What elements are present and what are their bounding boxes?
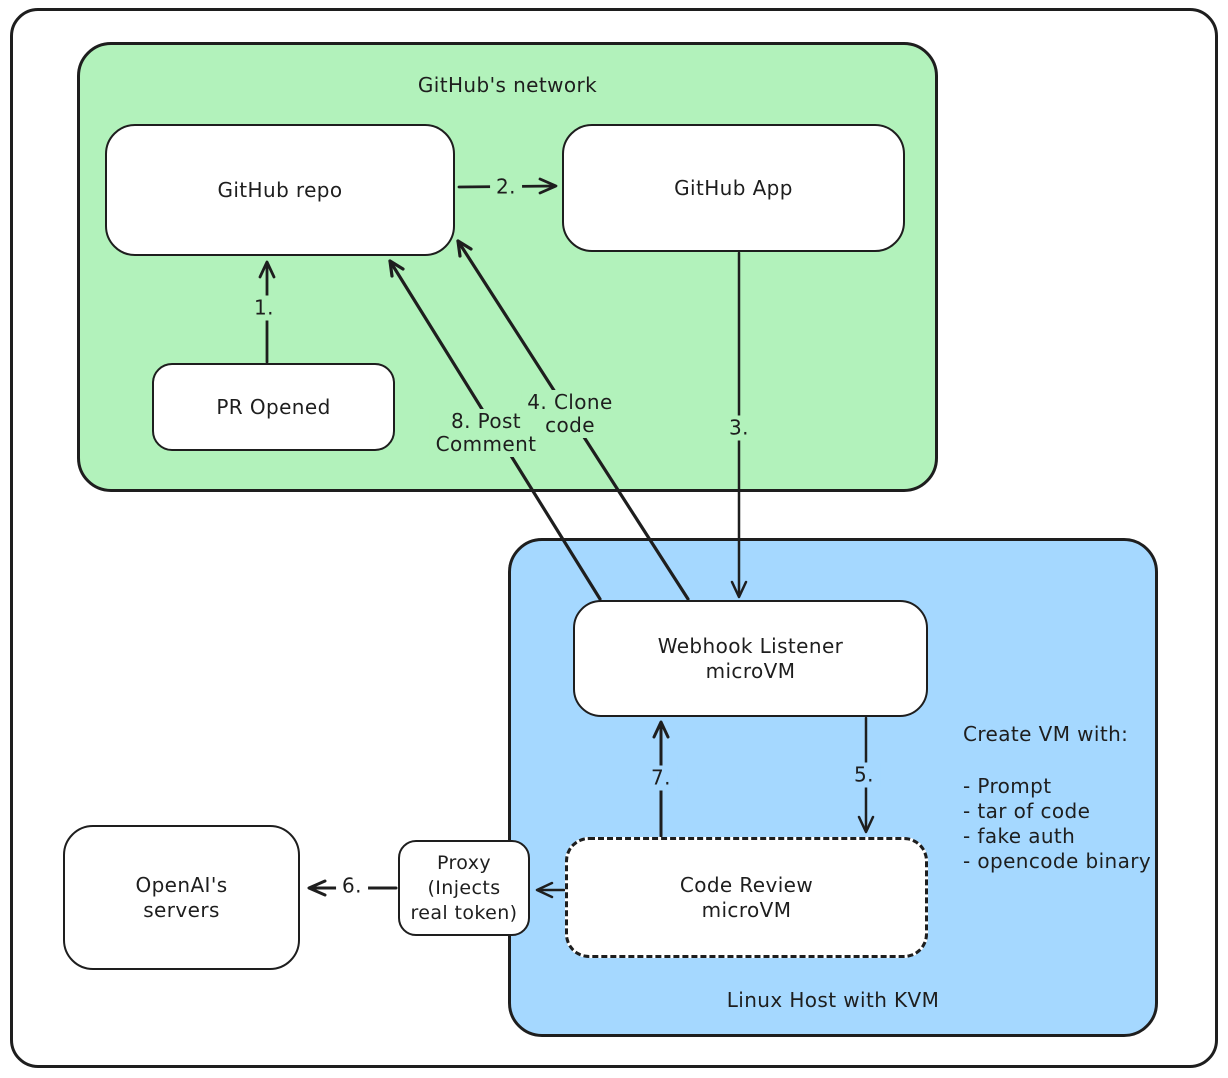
node-webhook-listener: Webhook Listener microVM [573,600,928,717]
node-openai-servers: OpenAI's servers [63,825,300,970]
create-vm-title: Create VM with: [963,722,1129,746]
arrow-label-4-line-2: code [545,413,595,437]
arrow-label-5: 5. [848,762,880,788]
node-webhook-listener-sublabel: microVM [705,658,796,683]
create-vm-note: Create VM with: - Prompt - tar of code -… [963,722,1163,874]
create-vm-item: - opencode binary [963,849,1152,873]
node-proxy: Proxy (Injects real token) [398,840,530,936]
node-webhook-listener-label: Webhook Listener [657,633,844,658]
arrow-label-6: 6. [336,873,368,899]
linux-host-label: Linux Host with KVM [726,988,940,1012]
node-proxy-sublabel-2: real token) [410,901,518,924]
node-proxy-sublabel-1: (Injects [427,876,501,899]
arrow-label-2: 2. [490,174,522,200]
arrow-label-7: 7. [645,765,677,791]
arrow-label-8-line-2: Comment [435,432,537,456]
arrow-label-8-line-1: 8. Post [450,409,522,433]
node-code-review: Code Review microVM [565,837,928,958]
node-code-review-label: Code Review [679,872,814,897]
node-github-repo-label: GitHub repo [217,177,343,202]
arrow-label-8: 8. Post Comment [429,409,543,457]
node-github-app: GitHub App [562,124,905,252]
node-pr-opened-label: PR Opened [216,394,331,419]
github-network-label: GitHub's network [417,73,598,97]
node-pr-opened: PR Opened [152,363,395,451]
create-vm-item: - tar of code [963,799,1091,823]
arrow-label-4-line-1: 4. Clone [527,390,613,414]
outer-frame [10,8,1218,1068]
node-openai-servers-label: OpenAI's [135,872,228,897]
node-code-review-sublabel: microVM [701,897,792,922]
node-github-repo: GitHub repo [105,124,455,256]
node-openai-servers-sublabel: servers [143,897,220,922]
create-vm-item: - Prompt [963,774,1052,798]
node-github-app-label: GitHub App [674,175,793,200]
node-proxy-label: Proxy [436,851,492,874]
arrow-label-1: 1. [248,295,280,321]
create-vm-item: - fake auth [963,824,1076,848]
arrow-label-3: 3. [723,415,755,441]
